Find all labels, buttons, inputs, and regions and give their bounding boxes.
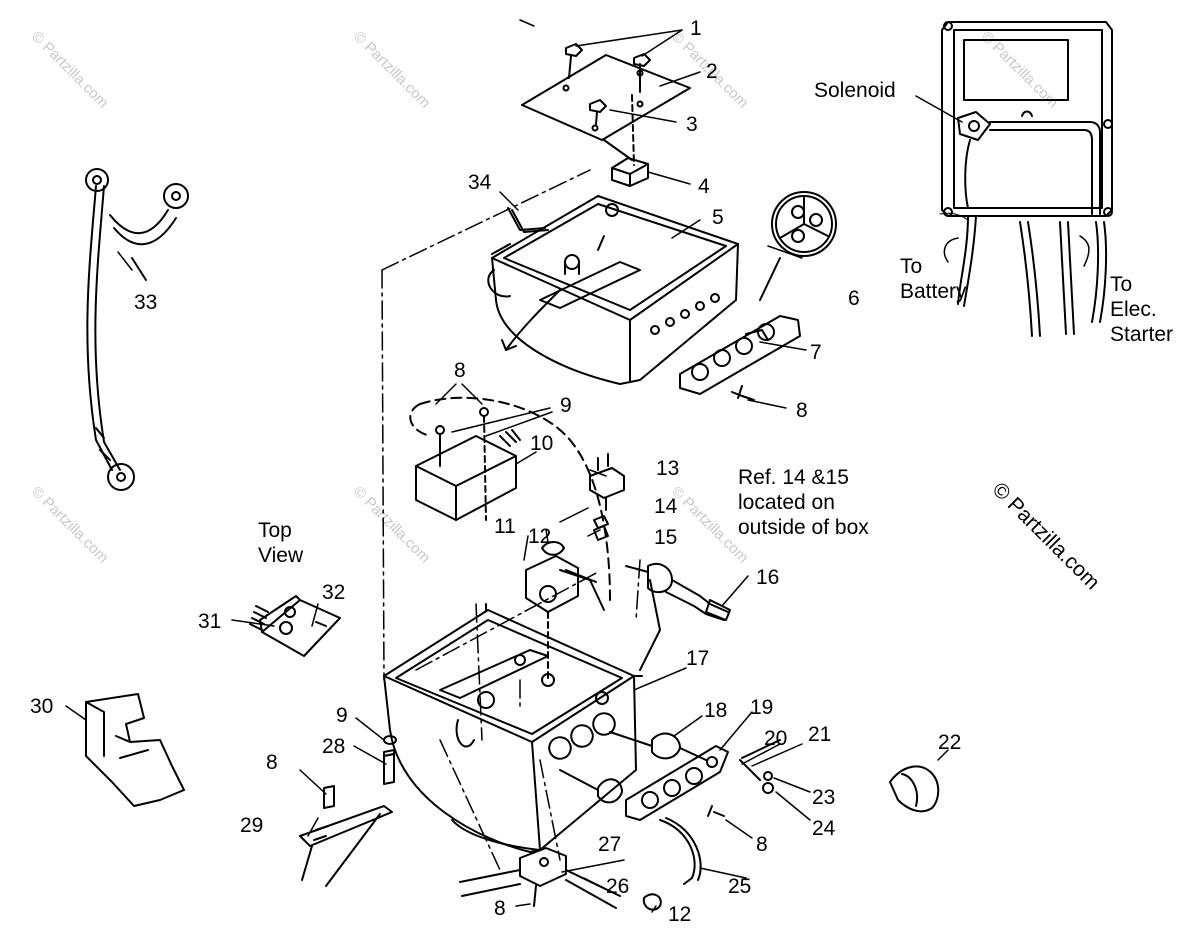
callout-label: 32 xyxy=(322,581,346,604)
callout-label: 11 xyxy=(494,515,516,538)
callout-label: 7 xyxy=(810,341,822,364)
box-lid-5 xyxy=(487,195,739,385)
callout-label: 20 xyxy=(764,727,788,750)
module-10 xyxy=(415,407,521,521)
screw-8 xyxy=(731,385,755,401)
callout-label: 21 xyxy=(808,723,832,746)
bracket-30 xyxy=(85,693,185,807)
callout-label: 9 xyxy=(336,704,348,727)
to-battery-label: To Battery xyxy=(900,255,967,303)
callout-label: 30 xyxy=(30,695,54,718)
solenoid-inset xyxy=(941,21,1113,337)
cover-plate-2 xyxy=(521,43,691,166)
callout-label: 10 xyxy=(530,432,554,455)
washer-23 xyxy=(763,771,773,781)
callout-label: 1 xyxy=(690,17,702,40)
callout-label: 22 xyxy=(938,731,962,754)
callout-label: 8 xyxy=(266,751,278,774)
callout-label: 29 xyxy=(240,814,264,837)
callout-label: 34 xyxy=(468,171,492,194)
callout-label: 12 xyxy=(528,525,552,548)
callout-label: 17 xyxy=(686,647,710,670)
cable-25 xyxy=(659,819,696,885)
callout-label: 31 xyxy=(198,610,222,633)
callout-label: 4 xyxy=(698,175,710,198)
grommet-20 xyxy=(559,769,623,804)
callout-label: 15 xyxy=(654,526,678,549)
callout-label: 12 xyxy=(668,903,692,926)
callout-label: 2 xyxy=(706,60,718,83)
solenoid-11 xyxy=(525,555,605,681)
clip-12-b xyxy=(642,893,662,911)
callout-label: 9 xyxy=(560,394,572,417)
clamp-27 xyxy=(459,847,621,909)
grommet-6 xyxy=(759,191,837,301)
callout-label: 27 xyxy=(598,833,622,856)
ref-note: Ref. 14 &15 located on outside of box xyxy=(738,466,869,539)
fuse-block-4 xyxy=(611,157,649,187)
bracket-29 xyxy=(299,805,393,887)
switch-13 xyxy=(589,453,625,511)
callout-label: 3 xyxy=(686,113,698,136)
clip-12 xyxy=(541,541,565,556)
solenoid-label: Solenoid xyxy=(814,79,896,102)
screw-28 xyxy=(383,753,395,785)
callout-label: 8 xyxy=(796,399,808,422)
grommet-plate-19 xyxy=(625,745,729,821)
connector-16 xyxy=(625,562,731,671)
washer-9 xyxy=(383,735,397,745)
to-starter-label: To Elec. Starter xyxy=(1110,273,1174,346)
callout-label: 26 xyxy=(606,875,630,898)
callout-label: 33 xyxy=(134,291,158,314)
top-view-label: Top View xyxy=(258,519,304,567)
callout-label: 18 xyxy=(704,699,728,722)
callout-label: 8 xyxy=(494,897,506,920)
elbow-22 xyxy=(889,765,940,813)
wire-34 xyxy=(507,207,546,231)
callout-label: 23 xyxy=(812,786,836,809)
screw-8-b xyxy=(323,785,335,809)
callout-label: 28 xyxy=(322,735,346,758)
nut-24 xyxy=(762,782,774,794)
callout-label: 14 xyxy=(654,495,678,518)
callout-label: 25 xyxy=(728,875,752,898)
callout-label: 13 xyxy=(656,457,680,480)
main-box-17 xyxy=(383,603,643,853)
battery-cable-33 xyxy=(85,168,189,491)
callout-label: 8 xyxy=(756,833,768,856)
nut-15 xyxy=(593,525,609,541)
callout-label: 5 xyxy=(712,206,724,229)
bracket-plate-7 xyxy=(679,315,801,395)
callout-label: 8 xyxy=(454,359,466,382)
washer-14 xyxy=(593,515,609,529)
grommet-18 xyxy=(609,731,707,761)
callout-label: 6 xyxy=(848,287,860,310)
top-view-module xyxy=(249,595,341,657)
callout-label: 24 xyxy=(812,817,836,840)
callout-label: 16 xyxy=(756,566,780,589)
callout-label: 19 xyxy=(750,696,774,719)
